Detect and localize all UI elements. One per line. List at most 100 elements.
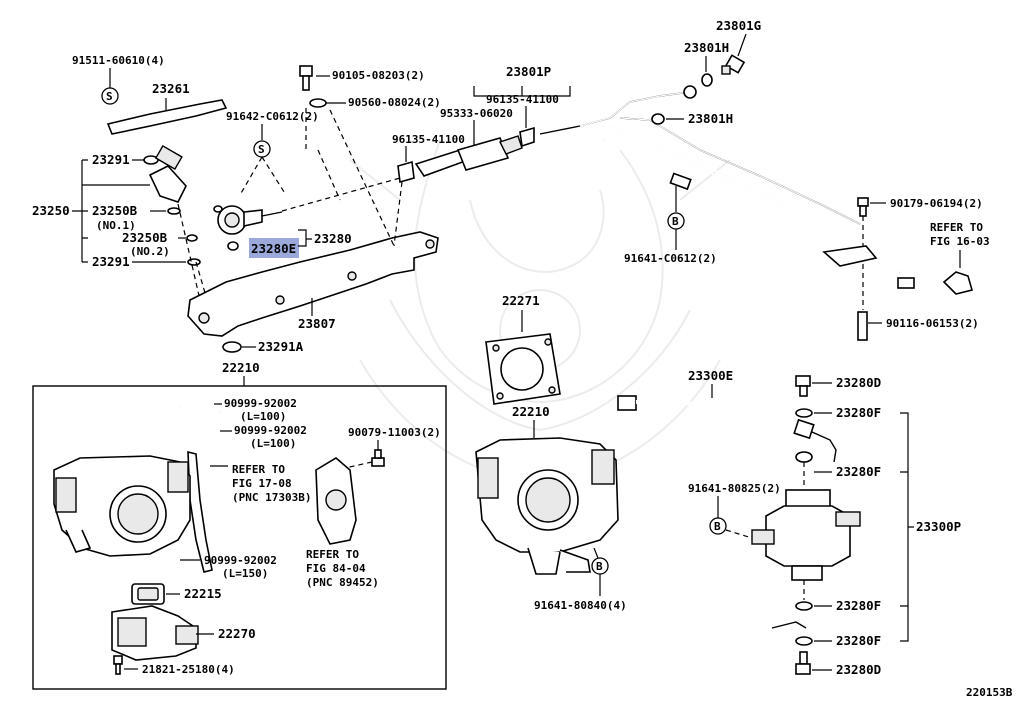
bolt-23280D-top [795,375,811,397]
label-91642: 91642-C0612(2) [226,110,319,123]
injector [148,165,187,203]
gasket-23261 [106,99,228,135]
idle-air-valve-22270 [111,605,199,661]
bracket-89452 [315,457,357,545]
label-23291a: 23291 [92,152,130,167]
svg-text:B: B [596,560,603,573]
label-refer-to-2: REFER TO [232,463,285,476]
label-23300P: 23300P [916,519,961,534]
fuel-filter-23300P [751,489,861,581]
label-l100-b: (L=100) [250,437,296,450]
throttle-body-22210 [475,437,619,575]
label-23280D-b: 23280D [836,662,881,677]
bolt-90105-icon [299,65,313,91]
svg-text:S: S [258,143,265,156]
label-91641-80825: 91641-80825(2) [688,482,781,495]
dash-b3 [725,529,753,539]
label-90079: 90079-11003(2) [348,426,441,439]
bracket-23250 [72,159,150,263]
oring-23291b [187,258,201,266]
label-23291b: 23291 [92,254,130,269]
symbol-b-icon: B [667,212,685,230]
label-91511: 91511-60610(4) [72,54,165,67]
label-90179: 90179-06194(2) [890,197,983,210]
bracket-23300P [900,412,914,642]
washer-90560 [309,98,327,108]
label-22271: 22271 [502,293,540,308]
rail-hole-2 [275,295,285,305]
label-23801H-b: 23801H [688,111,733,126]
label-refer-to-3: REFER TO [306,548,359,561]
symbol-s-icon: S [101,87,119,105]
label-fig-16-03: FIG 16-03 [930,235,990,248]
label-23801G: 23801G [716,18,761,33]
label-91641-80840: 91641-80840(4) [534,599,627,612]
clip-96135a-icon [519,126,535,148]
label-23280F-c: 23280F [836,598,881,613]
pipe-end [771,621,807,629]
leader-23801G [737,33,747,57]
bracket-23280 [298,229,312,247]
label-23250B-1: 23250B [92,203,138,218]
label-21821: 21821-25180(4) [142,663,235,676]
hose-23300E [617,395,837,463]
label-22215: 22215 [184,586,222,601]
label-90999-c: 90999-92002 [204,554,277,567]
svg-text:B: B [714,520,721,533]
svg-text:B: B [672,215,679,228]
gasket-22215-inner [137,587,159,601]
label-23801P: 23801P [506,64,551,79]
label-23280E: 23280E [251,241,296,256]
label-95333: 95333-06020 [440,107,513,120]
bolt-90179-icon [857,197,869,217]
label-90999-a: 90999-92002 [224,397,297,410]
throttle-body-assembly-22210 [53,455,191,557]
union-bolt-23801G [721,54,746,75]
dash-rail [317,109,396,249]
label-23280F-a: 23280F [836,405,881,420]
label-91641-c0612: 91641-C0612(2) [624,252,717,265]
label-23250: 23250 [32,203,70,218]
svg-text:S: S [106,90,113,103]
oring-23291A [222,341,242,353]
label-fig-17-08: FIG 17-08 [232,477,292,490]
rail-hole-1 [198,312,210,324]
label-no1: (NO.1) [96,219,136,232]
label-23280D-a: 23280D [836,375,881,390]
stud-90116 [857,311,868,341]
oring-23250B1 [167,207,181,215]
screw-21821-icon [113,655,123,675]
watermark-crest [349,139,731,482]
fuel-rail-23807 [187,231,439,337]
clip-96135b-icon [397,160,415,184]
fuel-delivery-pipe [414,135,523,177]
label-96135a: 96135-41100 [486,93,559,106]
hose-90999-b-inner [198,420,220,433]
hose-90999-c-inner [113,562,180,580]
label-96135b: 96135-41100 [392,133,465,146]
label-l100-a: (L=100) [240,410,286,423]
label-90116: 90116-06153(2) [886,317,979,330]
dash-injector [177,203,211,311]
fuel-tube-assembly [579,91,915,289]
union-23801 [683,85,697,99]
symbol-s-icon: S [253,140,271,158]
label-23807: 23807 [298,316,336,331]
label-22210-mid: 22210 [512,404,550,419]
throttle-body-group-box [32,385,447,690]
label-23280F-d: 23280F [836,633,881,648]
label-22210-top: 22210 [222,360,260,375]
label-23300E: 23300E [688,368,733,383]
symbol-b-icon: B [591,557,609,575]
label-23801H-a: 23801H [684,40,729,55]
dash-clip [393,181,403,247]
gasket-23801H-b [651,113,665,125]
label-22270: 22270 [218,626,256,641]
washer-23280F-c [795,601,813,611]
washer-23280F-a [795,408,813,418]
label-23261: 23261 [152,81,190,96]
leader-b2 [593,547,599,559]
label-23291A: 23291A [258,339,304,354]
washer-23280F-d [795,636,813,646]
oring-23280E [227,241,239,251]
